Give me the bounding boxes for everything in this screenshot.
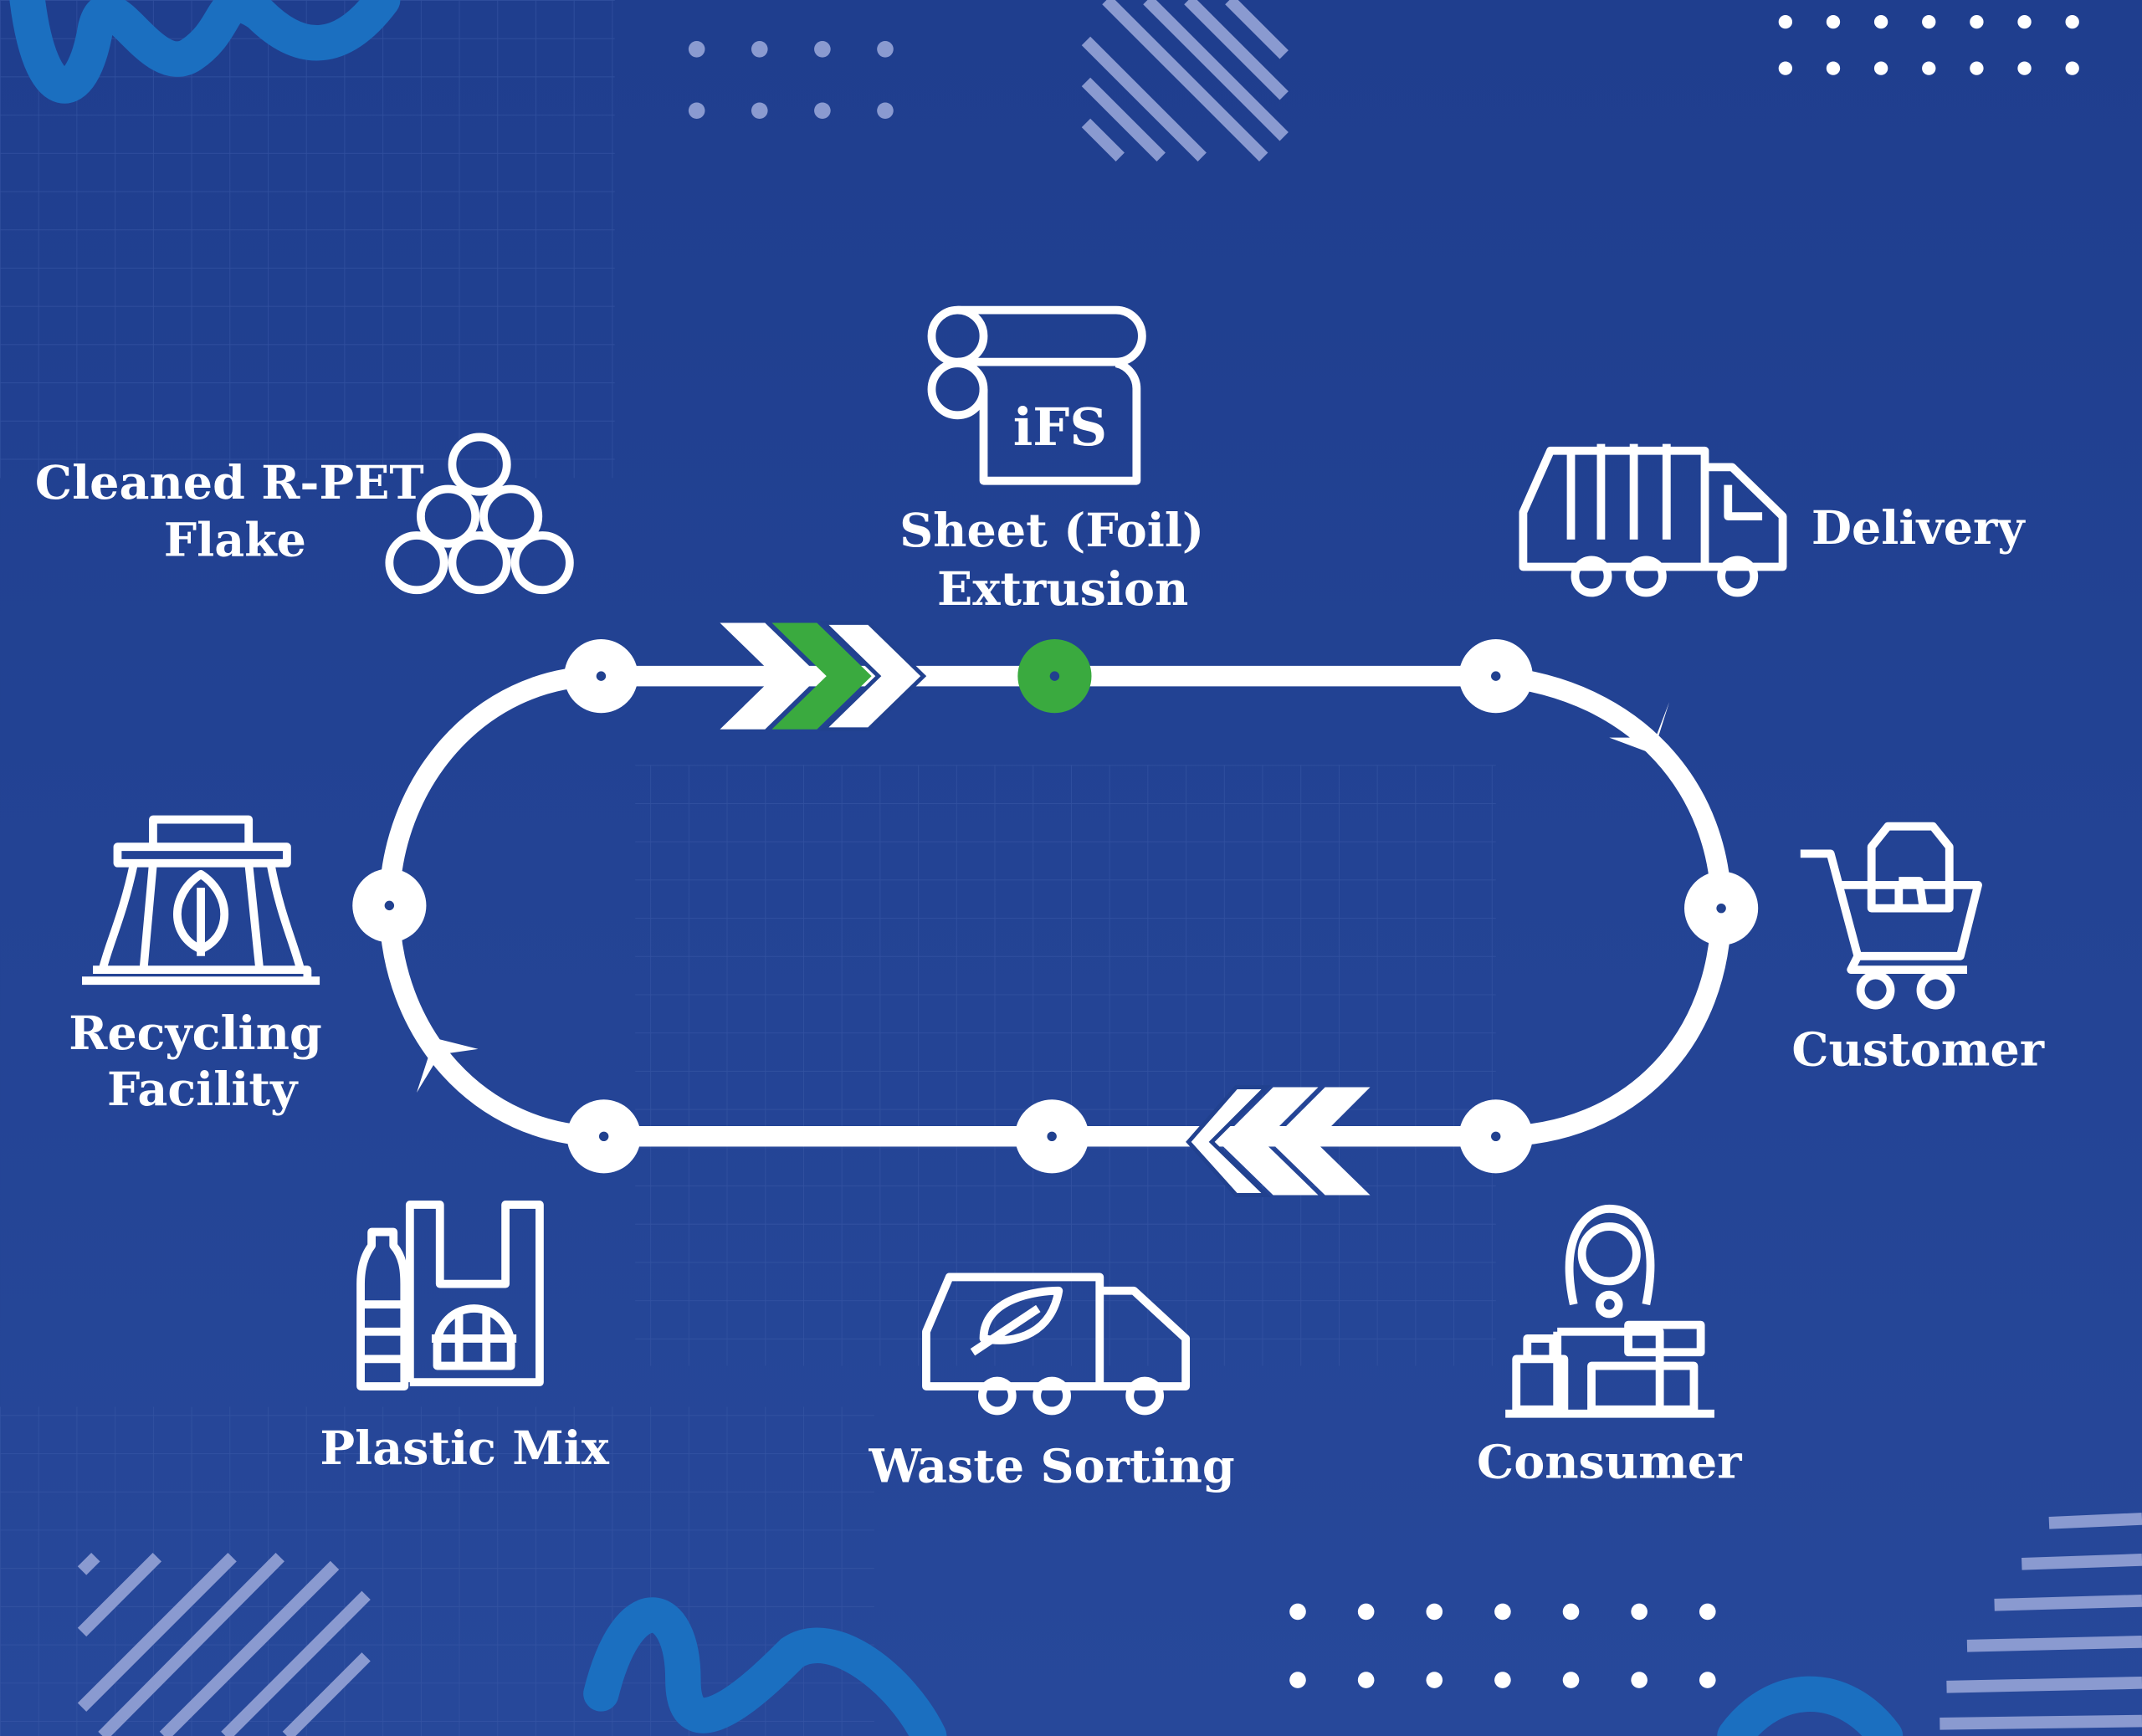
step-label-consumer: Consumer — [1477, 1435, 1742, 1489]
pellets-icon — [385, 433, 574, 595]
dot — [1778, 14, 1792, 29]
dot — [1357, 1672, 1375, 1688]
dot — [814, 102, 831, 120]
step-label-delivery: Delivery — [1811, 501, 2026, 556]
step-label-customer: Customer — [1791, 1022, 2044, 1077]
dot — [877, 102, 894, 120]
node-center — [1049, 671, 1060, 681]
dot — [1699, 1672, 1716, 1688]
step-label-waste-sorting: Waste Sorting — [869, 1439, 1235, 1493]
step-label-extrusion: Sheet (Foil)Extrusion — [899, 504, 1204, 617]
dot — [1494, 1672, 1511, 1688]
dot — [1873, 61, 1888, 75]
arrowhead-icon — [416, 1037, 479, 1093]
dot — [1826, 14, 1841, 29]
dot — [814, 40, 831, 58]
dot — [1631, 1603, 1647, 1621]
squiggle-decoration — [9, 0, 1904, 1736]
dots-decoration — [688, 40, 894, 120]
node-center — [596, 671, 607, 681]
dot — [751, 40, 768, 58]
dot — [1778, 61, 1792, 75]
foil-roll-icon — [927, 305, 1146, 485]
dot — [2017, 14, 2032, 29]
dot — [1562, 1603, 1580, 1621]
cashier-icon — [1505, 1204, 1714, 1418]
direction-chevrons-left — [1186, 1085, 1371, 1197]
dot — [1357, 1603, 1375, 1621]
shopping-cart-icon — [1800, 822, 1982, 1010]
step-label-plastic-mix: Plastic Mix — [320, 1421, 609, 1476]
eco-truck-icon — [922, 1273, 1191, 1416]
dot — [2065, 61, 2079, 75]
dot — [1699, 1603, 1716, 1621]
cycle-nodes — [352, 639, 1759, 1174]
dot — [688, 40, 705, 58]
node-center — [598, 1131, 609, 1142]
dot — [2065, 14, 2079, 29]
dot — [751, 102, 768, 120]
dots-decoration — [1289, 14, 2079, 1688]
stripes-decoration — [77, 0, 2142, 1736]
node-center — [1716, 903, 1726, 914]
dot — [1426, 1603, 1443, 1621]
dot — [1922, 14, 1936, 29]
dot — [1289, 1672, 1306, 1688]
logo-text: iFS — [1013, 397, 1107, 458]
arrowhead-icon — [1609, 702, 1670, 755]
dot — [1289, 1603, 1306, 1621]
dot — [2017, 61, 2032, 75]
direction-chevrons-right — [720, 621, 927, 732]
node-center — [1047, 1131, 1057, 1142]
grid-decoration — [635, 765, 1496, 1366]
node-center — [1491, 671, 1501, 681]
node-center — [1491, 1131, 1501, 1142]
dot — [1494, 1603, 1511, 1621]
dot — [1562, 1672, 1580, 1688]
dot — [877, 40, 894, 58]
truck-icon — [1519, 443, 1787, 597]
dot — [1970, 61, 1984, 75]
grid-decoration — [0, 0, 615, 479]
plastic-bag-bottle-icon — [356, 1201, 544, 1390]
recycling-plant-icon — [82, 815, 320, 986]
dot — [688, 102, 705, 120]
dot — [1631, 1672, 1647, 1688]
dot — [1970, 14, 1984, 29]
dot — [1826, 61, 1841, 75]
dot — [1922, 61, 1936, 75]
node-center — [384, 900, 395, 911]
dot — [1426, 1672, 1443, 1688]
dot — [1873, 14, 1888, 29]
